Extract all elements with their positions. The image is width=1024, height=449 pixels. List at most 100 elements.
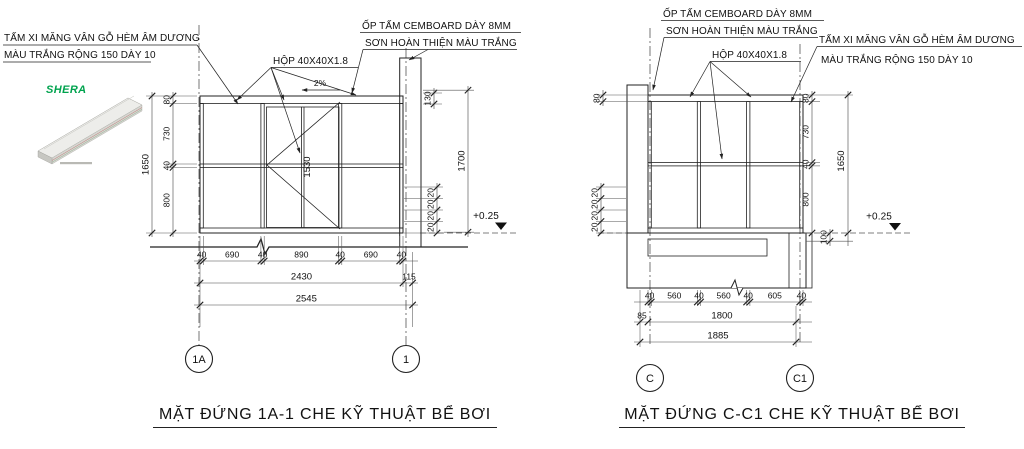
level-marker: +0.25 — [473, 211, 507, 230]
break-mark — [730, 278, 744, 297]
level-marker: +0.25 — [866, 212, 901, 231]
dim: 130 — [423, 91, 433, 105]
title-text: MẶT ĐỨNG C-C1 CHE KỸ THUẬT BỂ BƠI — [624, 403, 960, 423]
dim: 1800 — [711, 311, 732, 322]
dim: 100 — [819, 230, 829, 244]
dim-total: 1650 — [836, 150, 847, 171]
dim: 800 — [801, 192, 811, 206]
level-value: +0.25 — [866, 212, 892, 223]
door-height-dim: 1530 — [302, 156, 313, 177]
dim: 20 — [426, 222, 436, 232]
dim: 20 — [426, 211, 436, 221]
bottom-dims: 40 560 40 560 40 605 40 85 1800 1885 — [634, 290, 812, 347]
cemboard-cap — [647, 94, 804, 102]
dim: 20 — [590, 211, 600, 221]
dim: 1885 — [707, 331, 728, 342]
frame-post — [260, 103, 265, 229]
right-callouts: ỐP TẤM CEMBOARD DÀY 8MM SƠN HOÀN THIỆN M… — [652, 6, 1022, 160]
dim: 690 — [225, 250, 239, 260]
left-dim-stack: 80 20 20 20 20 — [590, 90, 648, 237]
callout-panel-1: TẤM XI MĂNG VÂN GỖ HÈM ÂM DƯƠNG — [4, 31, 200, 44]
dim: 2430 — [291, 272, 312, 283]
title-text: MẶT ĐỨNG 1A-1 CHE KỸ THUẬT BỂ BƠI — [159, 403, 491, 423]
frame-bottom-rail — [199, 227, 404, 234]
bubble-label: 1A — [192, 354, 206, 366]
dim: 80 — [801, 93, 811, 103]
callout-cemboard-1: ỐP TẤM CEMBOARD DÀY 8MM — [362, 18, 511, 32]
dim: 2545 — [296, 294, 317, 305]
level-triangle — [889, 223, 901, 231]
bubble-label: C — [646, 373, 654, 385]
paving-base — [626, 232, 807, 289]
grid-bubble-1A: 1A — [184, 344, 214, 374]
dim: 40 — [258, 250, 268, 260]
right-elevation: 80 20 20 20 20 80 730 40 — [590, 6, 1022, 429]
slope-annotation: 2% — [301, 78, 340, 92]
dim: 20 — [426, 199, 436, 209]
bottom-dims: 40 690 40 890 40 690 40 2430 115 2545 — [194, 236, 418, 327]
left-dim-stack: 80 730 40 800 1650 — [141, 92, 197, 237]
dim: 800 — [162, 193, 172, 207]
callout-cemboard-1: ỐP TẤM CEMBOARD DÀY 8MM — [663, 6, 812, 20]
callout-panel-2: MÀU TRẮNG RỘNG 150 DÀY 10 — [821, 53, 973, 66]
bubble-label: C1 — [793, 373, 807, 385]
masonry-column — [626, 84, 649, 234]
dim: 605 — [768, 291, 782, 301]
level-value: +0.25 — [473, 211, 499, 222]
door-swing-mark — [266, 101, 341, 230]
dim: 40 — [801, 159, 811, 169]
dim: 730 — [801, 125, 811, 139]
frame-post — [696, 101, 701, 229]
caption-mark — [60, 162, 92, 165]
dim: 40 — [694, 291, 704, 301]
dim: 80 — [162, 95, 172, 105]
dim: 115 — [402, 272, 416, 282]
dim: 80 — [592, 93, 602, 103]
dim: 560 — [667, 291, 681, 301]
dim: 890 — [294, 250, 308, 260]
concrete-beam — [647, 238, 768, 257]
dim-total: 1650 — [141, 154, 152, 175]
level-triangle — [495, 222, 507, 230]
dim: 730 — [162, 126, 172, 140]
dim: 20 — [590, 222, 600, 232]
frame-mid-rail — [647, 162, 804, 167]
left-callouts: TẤM XI MĂNG VÂN GỖ HÈM ÂM DƯƠNG MÀU TRẮN… — [3, 18, 521, 154]
slope-label: 2% — [314, 78, 327, 88]
cemboard-cap — [199, 95, 404, 104]
access-door: 1530 — [266, 101, 341, 230]
brand-logo: SHERA — [46, 84, 87, 96]
dim: 560 — [717, 291, 731, 301]
ground-line — [150, 237, 468, 256]
dim: 20 — [426, 188, 436, 198]
dim: 85 — [637, 311, 647, 321]
dim: 20 — [590, 199, 600, 209]
dim: 20 — [590, 188, 600, 198]
dim: 40 — [645, 291, 655, 301]
screen-wall — [647, 94, 804, 234]
bubble-label: 1 — [403, 354, 409, 366]
grid-bubble-C: C — [635, 363, 665, 393]
dim: 40 — [335, 250, 345, 260]
plank-image — [37, 95, 143, 165]
callout-cemboard-2: SƠN HOÀN THIỆN MÀU TRẮNG — [365, 36, 517, 49]
right-title: MẶT ĐỨNG C-C1 CHE KỸ THUẬT BỂ BƠI — [619, 403, 965, 429]
grid-bubble-1: 1 — [391, 344, 421, 374]
grid-bubble-C1: C1 — [785, 363, 815, 393]
frame-bottom-rail — [647, 227, 804, 234]
dim: 40 — [397, 250, 407, 260]
left-elevation: 1530 2% 80 730 40 800 1650 — [3, 18, 521, 429]
dim: 1700 — [457, 150, 468, 171]
callout-frame: HỘP 40X40X1.8 — [273, 54, 348, 67]
callout-frame: HỘP 40X40X1.8 — [712, 48, 787, 61]
callout-panel-2: MÀU TRẮNG RỘNG 150 DÀY 10 — [4, 48, 156, 61]
right-dim-stack: 130 1700 20 20 20 20 +0.25 — [404, 86, 507, 237]
dim: 40 — [197, 250, 207, 260]
right-dim-stack: 80 730 40 800 100 1650 +0.25 — [801, 91, 901, 246]
dim: 40 — [743, 291, 753, 301]
product-vignette: SHERA — [37, 84, 143, 165]
callout-panel-1: TẤM XI MĂNG VÂN GỖ HÈM ÂM DƯƠNG — [819, 33, 1015, 46]
dim: 690 — [364, 250, 378, 260]
